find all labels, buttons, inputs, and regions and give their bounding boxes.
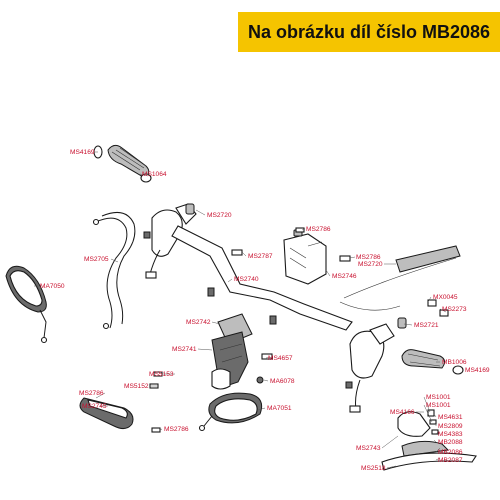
right-switch-housing-part bbox=[345, 317, 407, 413]
label-ms2273: MS2273 bbox=[442, 306, 467, 313]
handlebar-clamp-part bbox=[211, 313, 253, 390]
label-ma7051: MA7051 bbox=[267, 405, 292, 412]
label-ms4166: MS4166 bbox=[390, 409, 415, 416]
left-mirror-part bbox=[5, 265, 48, 344]
label-ms2741: MS2741 bbox=[172, 346, 197, 353]
right-grip-part bbox=[401, 349, 464, 375]
title-banner: Na obrázku díl číslo MB2086 bbox=[238, 12, 500, 52]
label-ms2720-b: MS2720 bbox=[358, 261, 383, 268]
label-mb1006: MB1006 bbox=[442, 359, 467, 366]
cable-part bbox=[339, 245, 461, 311]
label-mb2088: MB2088 bbox=[438, 439, 463, 446]
label-mx0045: MX0045 bbox=[433, 294, 458, 301]
left-handguard-part bbox=[79, 397, 134, 430]
label-ms2740: MS2740 bbox=[234, 276, 259, 283]
label-ms2746: MS2746 bbox=[332, 273, 357, 280]
label-ms2742: MS2742 bbox=[186, 319, 211, 326]
label-ms2743: MS2743 bbox=[356, 445, 381, 452]
left-switch-housing-part bbox=[143, 203, 197, 279]
throttle-cable-part bbox=[92, 211, 136, 330]
brake-lever-assembly-part bbox=[381, 409, 477, 471]
label-ms2787: MS2787 bbox=[248, 253, 273, 260]
label-ms2786-a: MS2786 bbox=[306, 226, 331, 233]
label-ms2786-c: MS2786 bbox=[79, 390, 104, 397]
label-ms4383: MS4383 bbox=[438, 431, 463, 438]
label-mb2086: MB2086 bbox=[438, 449, 463, 456]
top-cover-part bbox=[283, 229, 327, 285]
label-ms5152: MS5152 bbox=[124, 383, 149, 390]
label-mb2087: MB2087 bbox=[438, 457, 463, 464]
label-ms2809: MS2809 bbox=[438, 423, 463, 430]
label-ms1064: MS1064 bbox=[142, 171, 167, 178]
label-ms1001-b: MS1001 bbox=[426, 402, 451, 409]
label-ms4169-top: MS4169 bbox=[70, 149, 95, 156]
label-ma7050: MA7050 bbox=[40, 283, 65, 290]
label-ms2518: MS2518 bbox=[361, 465, 386, 472]
label-ms2721: MS2721 bbox=[414, 322, 439, 329]
label-ms2720-a: MS2720 bbox=[207, 212, 232, 219]
handlebar-part bbox=[171, 225, 353, 331]
label-ms4631: MS4631 bbox=[438, 414, 463, 421]
label-ms5153: MS5153 bbox=[149, 371, 174, 378]
label-ms2705: MS2705 bbox=[84, 256, 109, 263]
label-ms1001-a: MS1001 bbox=[426, 394, 451, 401]
right-mirror-part bbox=[198, 392, 263, 432]
label-ms2786-b: MS2786 bbox=[356, 254, 381, 261]
label-ms2786-d: MS2786 bbox=[164, 426, 189, 433]
page-title: Na obrázku díl číslo MB2086 bbox=[247, 21, 491, 42]
label-ma6078: MA6078 bbox=[270, 378, 295, 385]
leader-lines bbox=[34, 151, 463, 469]
left-grip-part bbox=[93, 144, 152, 183]
label-ms2745: MS2745 bbox=[82, 403, 107, 410]
label-ms4657: MS4657 bbox=[268, 355, 293, 362]
label-ms4169-right: MS4169 bbox=[465, 367, 490, 374]
part-labels: MS4169 MS1064 MS2720 MS2786 MS2705 MS278… bbox=[40, 149, 490, 472]
